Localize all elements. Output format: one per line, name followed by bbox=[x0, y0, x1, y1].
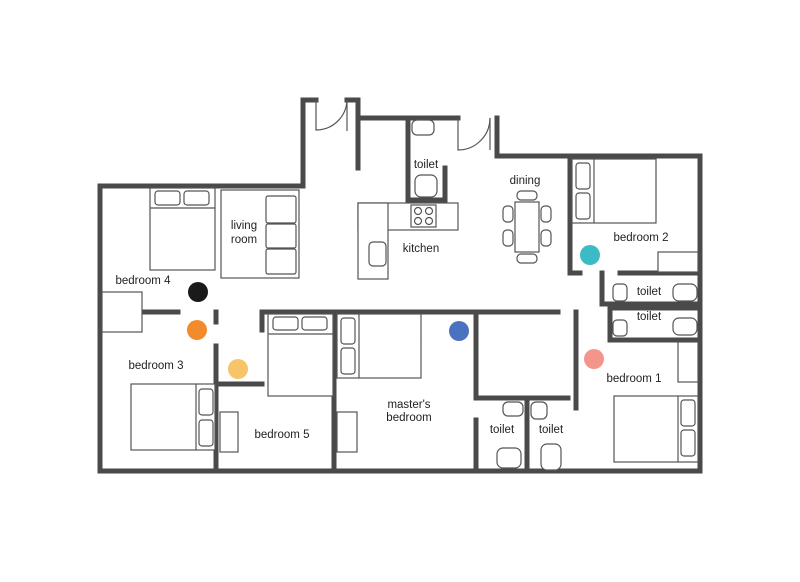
label-living-room-1: living bbox=[231, 220, 257, 232]
label-bedroom-3: bedroom 3 bbox=[129, 360, 184, 372]
label-toilet-right-2: toilet bbox=[637, 311, 662, 323]
bed-bedroom-5 bbox=[219, 313, 334, 453]
bed-bedroom-4 bbox=[101, 187, 216, 333]
toilet-bottom-fixtures bbox=[496, 401, 562, 471]
marker-pink[interactable] bbox=[584, 349, 604, 369]
label-bedroom-2: bedroom 2 bbox=[614, 232, 669, 244]
room-labels: living room toilet dining kitchen bedroo… bbox=[116, 159, 669, 441]
label-living-room-2: room bbox=[231, 234, 257, 246]
marker-teal[interactable] bbox=[580, 245, 600, 265]
label-dining: dining bbox=[510, 175, 541, 187]
label-bedroom-5: bedroom 5 bbox=[255, 429, 310, 441]
label-kitchen: kitchen bbox=[403, 243, 439, 255]
label-masters-2: bedroom bbox=[386, 412, 431, 424]
bed-bedroom-2 bbox=[571, 158, 699, 273]
label-toilet-bottom-2: toilet bbox=[539, 424, 564, 436]
label-masters-1: master's bbox=[387, 399, 430, 411]
marker-blue[interactable] bbox=[449, 321, 469, 341]
toilet-top-fixtures bbox=[411, 119, 438, 198]
walls bbox=[97, 97, 703, 474]
doors bbox=[315, 99, 491, 151]
label-bedroom-1: bedroom 1 bbox=[607, 373, 662, 385]
marker-orange[interactable] bbox=[187, 320, 207, 340]
label-toilet-bottom-1: toilet bbox=[490, 424, 515, 436]
label-bedroom-4: bedroom 4 bbox=[116, 275, 172, 287]
markers bbox=[187, 245, 604, 379]
sofa bbox=[220, 189, 300, 279]
bed-bedroom-3 bbox=[130, 383, 216, 451]
kitchen-counter bbox=[357, 202, 459, 280]
dining-table bbox=[502, 190, 552, 264]
label-toilet-top: toilet bbox=[414, 159, 439, 171]
toilet-right-fixtures bbox=[612, 283, 698, 337]
label-toilet-right-1: toilet bbox=[637, 286, 662, 298]
marker-black[interactable] bbox=[188, 282, 208, 302]
bed-bedroom-1 bbox=[613, 341, 699, 463]
bed-master bbox=[336, 313, 422, 453]
marker-yellow[interactable] bbox=[228, 359, 248, 379]
